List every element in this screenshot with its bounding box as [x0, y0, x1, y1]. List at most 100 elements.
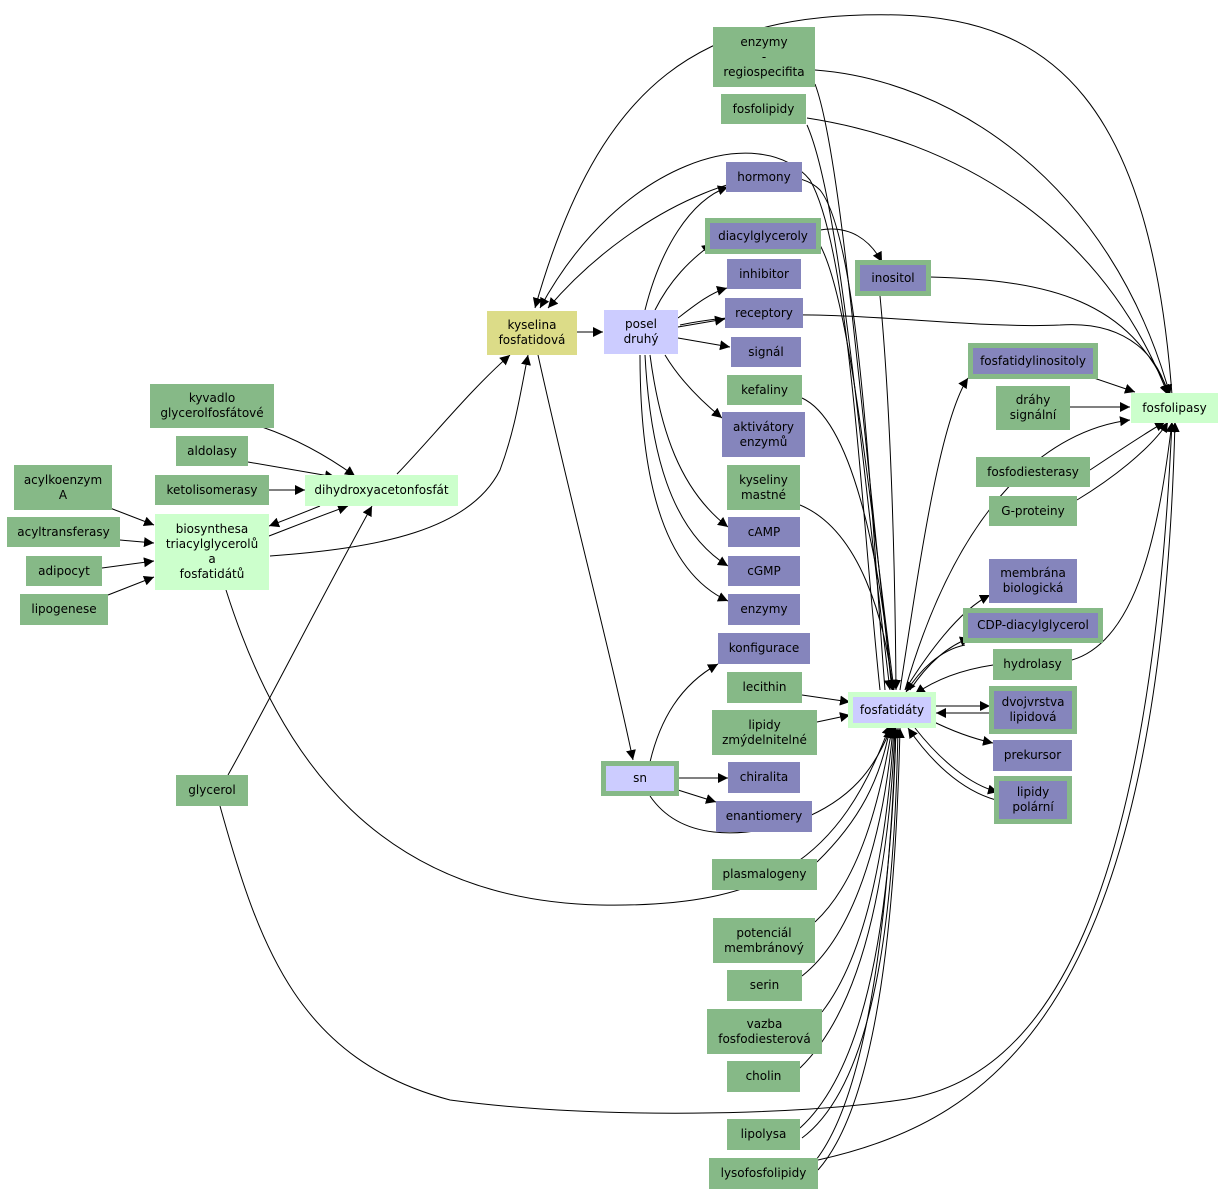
node-cgmp[interactable]: cGMP	[728, 556, 800, 586]
node-konfigurace[interactable]: konfigurace	[718, 633, 810, 664]
edge-cdp-fosfatidaty	[905, 644, 966, 693]
edge-lipidyzmydelnitelne-fosfatidaty	[816, 712, 851, 723]
node-dvojvrstva-lipidova-label: dvojvrstva lipidová	[994, 691, 1072, 729]
node-fosfolipidy[interactable]: fosfolipidy	[721, 94, 806, 124]
node-fosfodiesterasy[interactable]: fosfodiesterasy	[976, 457, 1090, 487]
node-fosfatidaty[interactable]: fosfatidáty	[848, 692, 936, 728]
edge-fosfolipidy-fosfolipasy	[806, 117, 1170, 396]
node-kyvadlo[interactable]: kyvadlo glycerolfosfátové	[150, 384, 274, 428]
node-lysofosfolipidy[interactable]: lysofosfolipidy	[709, 1158, 818, 1189]
node-acyltransferasy[interactable]: acyltransferasy	[7, 517, 120, 547]
node-dihydroxyacetonfosfat[interactable]: dihydroxyacetonfosfát	[305, 475, 458, 506]
node-acylkoenzym[interactable]: acylkoenzym A	[14, 465, 112, 510]
edge-posel-cgmp	[644, 354, 729, 567]
node-cdp-diacylglycerol-label: CDP-diacylglycerol	[968, 613, 1098, 638]
node-cholin[interactable]: cholin	[727, 1061, 800, 1092]
edge-fosfatidaty-prekursor	[929, 719, 994, 746]
edge-hydrolasy-fosfatidaty	[914, 664, 994, 695]
edge-serin-fosfatidaty	[801, 727, 898, 977]
node-plasmalogeny[interactable]: plasmalogeny	[712, 859, 817, 890]
node-prekursor[interactable]: prekursor	[993, 740, 1072, 771]
edge-lysofosfolipidy-fosfatidaty-2	[815, 727, 901, 1161]
edge-biosynthesa-dihydroxy	[268, 504, 349, 537]
node-posel-druhy[interactable]: posel druhý	[604, 310, 678, 354]
node-potencial-membranovy[interactable]: potenciál membránový	[713, 918, 815, 963]
node-enantiomery[interactable]: enantiomery	[716, 801, 812, 832]
node-membrana-biologicka[interactable]: membrána biologická	[989, 559, 1077, 603]
edge-acylkoenzym-biosynthesa	[109, 507, 155, 527]
edge-posel-enzymy	[639, 354, 729, 602]
node-lipolysa[interactable]: lipolysa	[727, 1119, 800, 1150]
node-ketolisomerasy[interactable]: ketolisomerasy	[155, 475, 269, 505]
node-lipogenese[interactable]: lipogenese	[20, 594, 108, 625]
edge-hydrolasy-fosfolipasy	[1071, 421, 1176, 661]
edge-fosfatidaty-fosfatidylinositoly	[899, 377, 969, 691]
node-aktivatory-enzymu[interactable]: aktivátory enzymů	[722, 412, 805, 457]
edge-sn-enantiomery	[677, 789, 717, 804]
node-signal[interactable]: signál	[731, 337, 801, 367]
node-serin[interactable]: serin	[727, 970, 802, 1001]
node-lipidy-polarni[interactable]: lipidy polární	[994, 776, 1072, 824]
node-enzymy-regiospecifita[interactable]: enzymy - regiospecifita	[713, 27, 815, 87]
edge-cholin-fosfatidaty	[799, 727, 900, 1069]
node-dvojvrstva-lipidova[interactable]: dvojvrstva lipidová	[989, 686, 1077, 734]
node-biosynthesa[interactable]: biosynthesa triacylglycerolů a fosfatidá…	[155, 514, 269, 590]
node-lecithin[interactable]: lecithin	[727, 672, 802, 703]
node-drahy-signalni[interactable]: dráhy signální	[996, 386, 1070, 430]
node-hormony[interactable]: hormony	[726, 162, 802, 192]
edge-lipogenese-biosynthesa	[107, 575, 155, 596]
node-kyseliny-mastne[interactable]: kyseliny mastné	[727, 465, 800, 510]
node-fosfatidylinositoly[interactable]: fosfatidylinositoly	[968, 343, 1098, 379]
node-fosfatidaty-label: fosfatidáty	[853, 697, 931, 723]
edge-fosfolipidy-fosfatidaty	[806, 124, 894, 691]
node-cdp-diacylglycerol[interactable]: CDP-diacylglycerol	[963, 608, 1103, 643]
node-lipidy-polarni-label: lipidy polární	[999, 781, 1067, 819]
edge-posel-diacylglyceroly	[654, 243, 713, 311]
edge-dihydroxy-kyselina	[396, 354, 511, 475]
edge-biosynthesa-kyselina	[269, 354, 531, 557]
node-vazba-fosfodiesterova[interactable]: vazba fosfodiesterová	[707, 1009, 822, 1054]
node-inositol[interactable]: inositol	[855, 260, 931, 296]
edge-fosfodiesterasy-fosfolipasy	[1089, 421, 1166, 471]
node-adipocyt[interactable]: adipocyt	[26, 556, 102, 586]
edge-lecithin-fosfatidaty	[801, 694, 851, 706]
edge-fosfatidaty-lipidypolarni	[914, 727, 999, 795]
edge-diacylglyceroly-inositol	[819, 228, 883, 263]
node-diacylglyceroly[interactable]: diacylglyceroly	[705, 218, 821, 254]
edge-fosfatidaty-fosfolipasy	[904, 416, 1131, 691]
edge-adipocyt-biosynthesa	[101, 557, 155, 569]
edge-posel-hormony	[644, 185, 729, 311]
node-inhibitor[interactable]: inhibitor	[727, 259, 801, 289]
node-receptory[interactable]: receptory	[725, 298, 803, 328]
edge-lysofosfolipidy-fosfolipasy	[817, 421, 1180, 1161]
node-enzymy[interactable]: enzymy	[728, 594, 800, 625]
node-sn[interactable]: sn	[601, 761, 679, 796]
node-kefaliny[interactable]: kefaliny	[727, 375, 802, 405]
edge-potencial-fosfatidaty	[814, 727, 896, 923]
edge-diacylglyceroly-fosfatidaty	[819, 244, 898, 691]
node-chiralita[interactable]: chiralita	[728, 762, 800, 793]
node-fosfolipasy[interactable]: fosfolipasy	[1131, 393, 1218, 423]
node-lipidy-zmydelnitelne[interactable]: lipidy zmýdelnitelné	[712, 710, 817, 755]
edge-kefaliny-fosfatidaty	[801, 397, 897, 691]
edge-biosynthesa-fosfatidaty	[225, 589, 892, 906]
edge-lipolysa-fosfatidaty-2	[801, 727, 903, 1139]
edge-posel-receptory	[677, 315, 726, 328]
node-fosfatidylinositoly-label: fosfatidylinositoly	[973, 348, 1093, 374]
node-glycerol[interactable]: glycerol	[176, 775, 248, 806]
edge-inositol-fosfatidaty	[879, 295, 901, 691]
node-aldolasy[interactable]: aldolasy	[176, 436, 248, 466]
edge-lysofosfolipidy-fosfatidaty	[817, 727, 905, 1171]
edge-enzymyregio-fosfolipasy	[814, 69, 1173, 396]
node-g-proteiny[interactable]: G-proteiny	[989, 496, 1077, 526]
node-kyselina-fosfatidova[interactable]: kyselina fosfatidová	[487, 311, 577, 355]
edge-posel-aktivatory	[664, 354, 723, 419]
edge-aldolasy-dihydroxy	[247, 461, 336, 481]
node-hydrolasy[interactable]: hydrolasy	[993, 649, 1072, 680]
edge-posel-signal	[677, 337, 731, 351]
node-camp[interactable]: cAMP	[728, 517, 800, 547]
edge-fosfatidaty-membrana	[904, 594, 991, 691]
edge-gproteiny-fosfolipasy	[1076, 421, 1169, 501]
